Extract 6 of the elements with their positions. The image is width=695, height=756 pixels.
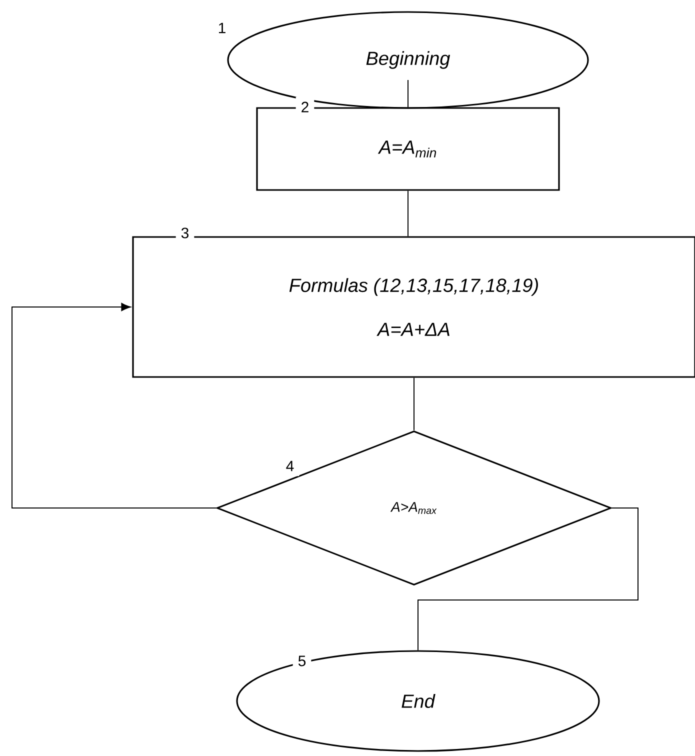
- connector: [418, 508, 638, 651]
- connector: [12, 302, 217, 508]
- step-number: 4: [280, 456, 300, 476]
- step-number: 3: [176, 222, 194, 244]
- step-number: 2: [296, 96, 314, 118]
- step-number: 5: [292, 650, 312, 672]
